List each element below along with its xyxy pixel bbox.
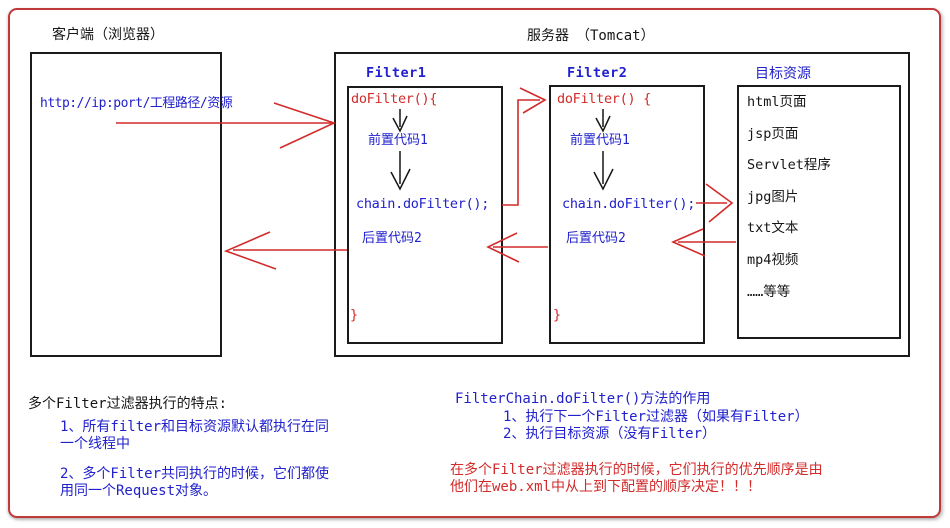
- filter2-close-brace: }: [553, 307, 561, 323]
- target-item-jpg: jpg图片: [747, 188, 799, 205]
- notes-left-heading: 多个Filter过滤器执行的特点:: [28, 396, 228, 412]
- notes-right-warning-line2: 他们在web.xml中从上到下配置的顺序决定！！！: [450, 479, 761, 495]
- client-box: [30, 52, 222, 357]
- target-item-html: html页面: [747, 94, 807, 110]
- notes-right-warning-line1: 在多个Filter过滤器执行的时候，它们执行的优先顺序是由: [450, 462, 823, 478]
- target-resources-box: [737, 85, 901, 339]
- notes-left-item1-line1: 1、所有filter和目标资源默认都执行在同: [60, 419, 330, 435]
- outer-red-frame: [8, 8, 941, 518]
- filter2-title: Filter2: [567, 65, 628, 81]
- target-item-servlet: Servlet程序: [747, 157, 831, 174]
- client-label: 客户端（浏览器）: [52, 27, 164, 43]
- filter2-pre-code: 前置代码1: [570, 133, 630, 148]
- notes-right-heading: FilterChain.doFilter()方法的作用: [455, 391, 711, 407]
- notes-left-item2-line2: 用同一个Request对象。: [60, 483, 218, 499]
- filter2-chain-dofilter: chain.doFilter();: [562, 196, 696, 212]
- filter1-title: Filter1: [366, 65, 427, 81]
- notes-right-item1: 1、执行下一个Filter过滤器（如果有Filter）: [503, 409, 809, 425]
- target-item-mp4: mp4视频: [747, 251, 799, 268]
- notes-left-item1-line2: 一个线程中: [60, 436, 130, 452]
- filter1-box: [347, 86, 503, 344]
- filter2-box: [549, 85, 705, 344]
- target-item-jsp: jsp页面: [747, 125, 799, 142]
- target-resources-list: html页面 jsp页面 Servlet程序 jpg图片 txt文本 mp4视频…: [747, 94, 831, 316]
- filter1-close-brace: }: [350, 307, 358, 323]
- filter1-dofilter-open: doFilter(){: [351, 91, 438, 107]
- target-resources-title: 目标资源: [755, 66, 811, 82]
- target-item-txt: txt文本: [747, 220, 799, 237]
- filter1-chain-dofilter: chain.doFilter();: [356, 196, 490, 212]
- target-item-etc: ……等等: [747, 283, 791, 300]
- filter1-post-code: 后置代码2: [362, 231, 422, 246]
- filter2-dofilter-open: doFilter() {: [557, 91, 651, 107]
- server-box: [334, 52, 910, 357]
- filter2-post-code: 后置代码2: [566, 231, 626, 246]
- notes-right-item2: 2、执行目标资源（没有Filter）: [503, 426, 717, 442]
- notes-left-item2-line1: 2、多个Filter共同执行的时候，它们都使: [60, 466, 330, 482]
- filter1-pre-code: 前置代码1: [368, 133, 428, 148]
- server-label: 服务器 （Tomcat）: [527, 28, 655, 44]
- client-url-text: http://ip:port/工程路径/资源: [40, 96, 233, 111]
